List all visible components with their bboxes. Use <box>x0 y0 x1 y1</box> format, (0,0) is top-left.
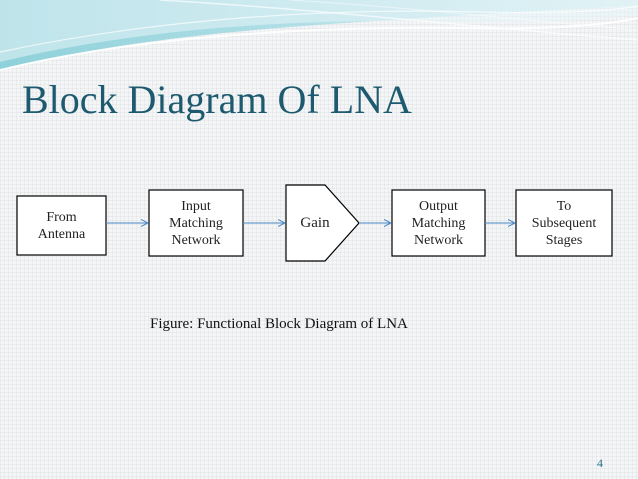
block-label-input-matching: Input Matching Network <box>149 190 243 256</box>
block-line: Stages <box>545 232 583 248</box>
block-subsequent-stages <box>515 189 613 257</box>
slide-number: 4 <box>597 456 603 470</box>
block-from-antenna <box>16 195 107 256</box>
slide-title: Block Diagram Of LNA <box>22 77 412 122</box>
block-line: Matching <box>169 215 223 231</box>
block-line: Subsequent <box>531 215 597 231</box>
block-label-output-matching: Output Matching Network <box>392 190 485 256</box>
block-line: Network <box>171 232 221 248</box>
block-label-subsequent-stages: To Subsequent Stages <box>516 190 612 256</box>
block-gain <box>285 184 360 262</box>
block-line: Input <box>181 198 211 214</box>
block-line: Network <box>414 232 463 248</box>
block-label-gain: Gain <box>286 185 344 261</box>
block-label-from-antenna: From Antenna <box>17 196 106 255</box>
figure-caption: Figure: Functional Block Diagram of LNA <box>150 316 408 332</box>
block-line: Gain <box>300 214 330 231</box>
block-line: To <box>556 198 572 214</box>
block-input-matching <box>148 189 244 257</box>
block-line: Antenna <box>37 226 86 242</box>
block-line: Matching <box>411 215 466 231</box>
block-line: From <box>46 209 77 225</box>
block-line: Output <box>419 198 458 214</box>
